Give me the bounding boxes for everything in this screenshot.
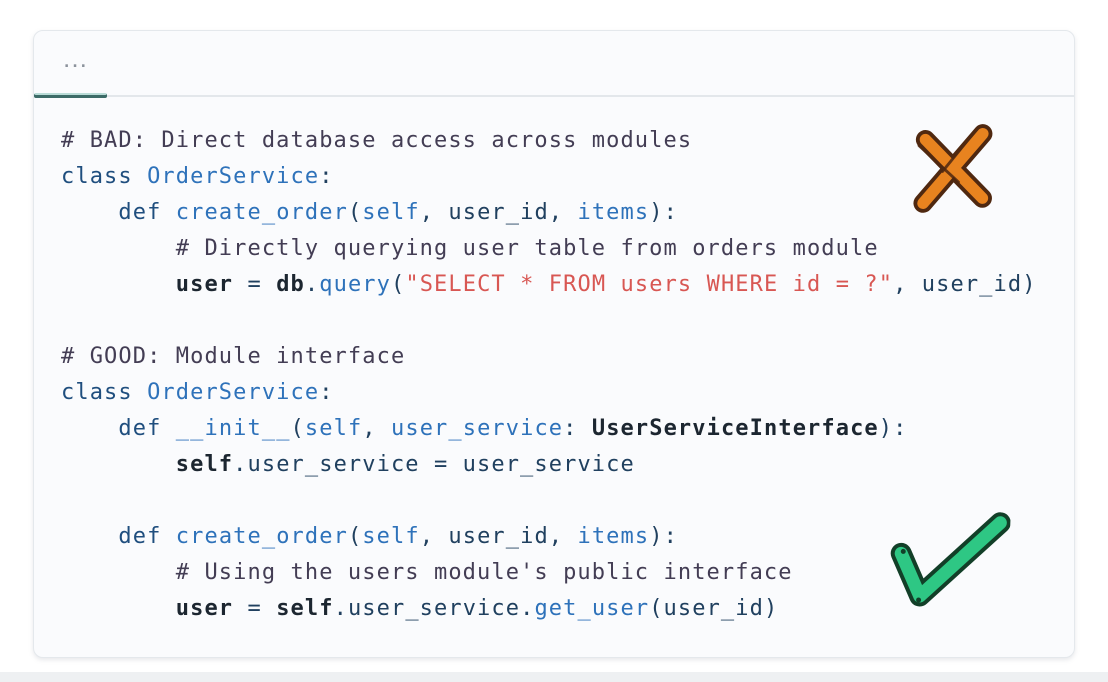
code-token-pl: = — [233, 596, 277, 621]
code-token-pl: ): — [649, 524, 678, 549]
code-snippet-card: ... # BAD: Direct database access across… — [33, 30, 1075, 658]
code-token-cm: # GOOD: Module interface — [61, 344, 406, 369]
code-line — [61, 303, 1054, 339]
code-token-bd: self — [276, 596, 334, 621]
code-token-pl: : — [319, 380, 334, 405]
code-line: def create_order(self, user_id, items): — [61, 519, 1054, 555]
code-token-pl — [61, 236, 176, 261]
code-token-pl: , user_id) — [893, 272, 1037, 297]
code-token-fn: self — [304, 416, 363, 441]
code-token-kw: def — [118, 416, 176, 441]
code-token-fn: get_user — [534, 596, 650, 621]
code-token-pl — [61, 416, 118, 441]
code-token-pl: = — [233, 272, 277, 297]
x-mark-icon — [902, 119, 1003, 220]
code-token-pl: , user_id, — [419, 200, 578, 225]
code-line: self.user_service = user_service — [61, 447, 1054, 483]
code-token-pl: ): — [878, 416, 908, 441]
code-token-fn: __init__ — [175, 416, 291, 441]
code-token-pl: ( — [290, 416, 305, 441]
active-tab-indicator — [34, 93, 107, 98]
code-token-bd: self — [175, 452, 234, 477]
code-token-fn: user_service — [391, 416, 564, 441]
code-token-pl — [61, 452, 176, 477]
code-token-pl: ( — [347, 200, 363, 225]
code-token-kw: class — [61, 164, 148, 189]
code-line: # GOOD: Module interface — [61, 339, 1054, 375]
code-token-pl — [61, 272, 176, 297]
code-line: # BAD: Direct database access across mod… — [61, 123, 1054, 159]
code-line: user = self.user_service.get_user(user_i… — [61, 591, 1054, 627]
code-token-kw: def — [118, 524, 176, 549]
code-line: # Directly querying user table from orde… — [61, 231, 1054, 267]
code-token-cm: # Using the users module's public interf… — [175, 560, 793, 585]
code-line: def __init__(self, user_service: UserSer… — [61, 411, 1054, 447]
card-header: ... — [34, 31, 1074, 95]
code-token-bd: UserServiceInterface — [591, 416, 879, 441]
code-token-pl: , user_id, — [419, 524, 578, 549]
code-token-pl: , — [362, 416, 391, 441]
code-token-fn: OrderService — [147, 380, 320, 405]
code-token-fn: OrderService — [147, 164, 320, 189]
header-divider — [34, 93, 1074, 98]
code-token-fn: items — [577, 200, 650, 225]
code-token-kw: class — [61, 380, 148, 405]
code-token-pl — [61, 524, 118, 549]
code-line: user = db.query("SELECT * FROM users WHE… — [61, 267, 1054, 303]
code-token-bd: db — [276, 272, 305, 297]
code-line: def create_order(self, user_id, items): — [61, 195, 1054, 231]
code-token-pl — [61, 200, 118, 225]
check-mark-icon — [885, 507, 1011, 613]
code-block: # BAD: Direct database access across mod… — [34, 97, 1074, 627]
window-menu-dots[interactable]: ... — [64, 55, 89, 71]
code-token-pl: ( — [391, 272, 406, 297]
code-token-cm: # Directly querying user table from orde… — [175, 236, 879, 261]
code-token-bd: user — [175, 596, 234, 621]
code-token-fn: create_order — [175, 200, 348, 225]
code-token-pl — [61, 560, 176, 585]
code-token-pl: (user_id) — [649, 596, 779, 621]
code-token-pl: .user_service = user_service — [233, 452, 635, 477]
code-token-fn: query — [319, 272, 391, 297]
code-token-fn: items — [577, 524, 650, 549]
code-token-pl: . — [304, 272, 320, 297]
code-token-cm: # BAD: Direct database access across mod… — [61, 128, 693, 153]
code-token-fn: self — [362, 524, 420, 549]
code-token-pl — [61, 596, 176, 621]
code-token-bd: user — [175, 272, 234, 297]
code-token-pl: ): — [649, 200, 678, 225]
code-token-fn: create_order — [175, 524, 348, 549]
code-token-pl: .user_service. — [333, 596, 535, 621]
code-token-st: "SELECT * FROM users WHERE id = ?" — [405, 272, 894, 297]
code-token-fn: self — [362, 200, 420, 225]
code-token-kw: def — [118, 200, 176, 225]
code-line: class OrderService: — [61, 159, 1054, 195]
code-line: # Using the users module's public interf… — [61, 555, 1054, 591]
code-token-pl: : — [563, 416, 592, 441]
code-token-pl: ( — [347, 524, 363, 549]
code-line: class OrderService: — [61, 375, 1054, 411]
code-token-pl: : — [319, 164, 334, 189]
